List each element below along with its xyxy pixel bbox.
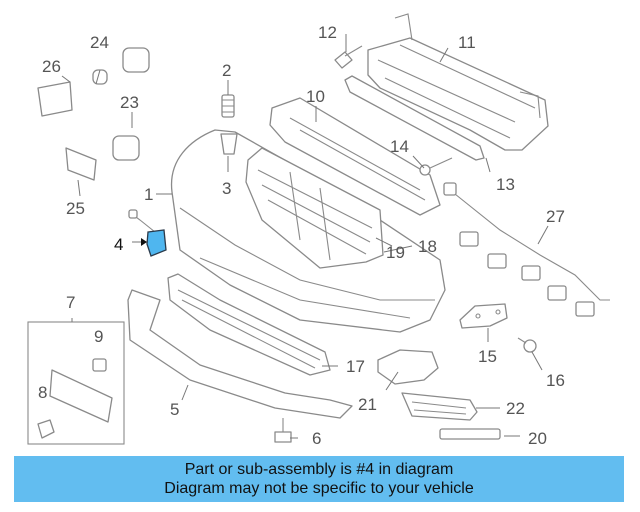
callout-20: 20 — [528, 429, 547, 448]
callout-2: 2 — [222, 61, 231, 80]
callout-21: 21 — [358, 395, 377, 414]
callout-14: 14 — [390, 137, 409, 156]
callout-1: 1 — [144, 185, 153, 204]
part-16-bolt — [517, 337, 537, 353]
callout-25: 25 — [66, 199, 85, 218]
callout-26: 26 — [42, 57, 61, 76]
callout-24: 24 — [90, 33, 109, 52]
part-22-trim-strip — [401, 392, 478, 421]
callout-11: 11 — [458, 33, 476, 52]
banner-line-2: Diagram may not be specific to your vehi… — [164, 480, 474, 497]
callout-17: 17 — [346, 357, 365, 376]
part-20-lower-trim — [439, 428, 501, 440]
part-10-energy-absorber — [269, 97, 441, 216]
callout-4: 4 — [114, 235, 123, 254]
part-15-trim-insert — [459, 303, 508, 329]
parts-diagram: 1 2 3 4 5 6 7 8 9 10 11 12 13 14 15 16 1… — [27, 13, 610, 448]
callout-18: 18 — [418, 237, 437, 256]
part-14-screw — [419, 157, 453, 176]
banner-line-1: Part or sub-assembly is #4 in diagram — [184, 461, 454, 478]
callout-13: 13 — [496, 175, 515, 194]
callout-16: 16 — [546, 371, 565, 390]
callout-22: 22 — [506, 399, 525, 418]
part-7-license-bracket-group — [27, 321, 125, 445]
callout-15: 15 — [478, 347, 497, 366]
part-6-bolt — [274, 418, 292, 443]
part-12-bolt — [334, 45, 363, 69]
callout-19: 19 — [386, 243, 405, 262]
callout-12: 12 — [318, 23, 337, 42]
callout-23: 23 — [120, 93, 139, 112]
part-27-wiring-harness — [443, 182, 610, 317]
part-3-spacer — [220, 133, 238, 155]
part-18-grille — [245, 147, 384, 269]
callout-9: 9 — [94, 327, 103, 346]
part-13-absorber-strip — [344, 75, 485, 161]
part-17-lower-grille — [167, 273, 331, 376]
part-21-fog-cover — [377, 349, 439, 385]
part-25-sensor-holder — [65, 147, 97, 181]
callout-3: 3 — [222, 179, 231, 198]
part-11-reinforcement-bar — [367, 13, 549, 151]
callout-7: 7 — [66, 293, 75, 312]
callout-labels: 1 2 3 4 5 6 7 8 9 10 11 12 13 14 15 16 1… — [38, 23, 565, 448]
part-26-sensor-housing — [37, 81, 73, 117]
info-banner: Part or sub-assembly is #4 in diagram Di… — [14, 456, 624, 502]
leader-lines — [61, 34, 549, 439]
part-2-clip — [221, 94, 235, 118]
callout-5: 5 — [170, 400, 179, 419]
part-4-sensor-bracket — [128, 209, 167, 257]
part-5-lower-spoiler — [127, 289, 353, 419]
callout-6: 6 — [312, 429, 321, 448]
callout-10: 10 — [306, 87, 325, 106]
callout-8: 8 — [38, 383, 47, 402]
part-4-highlight — [146, 229, 167, 257]
callout-27: 27 — [546, 207, 565, 226]
